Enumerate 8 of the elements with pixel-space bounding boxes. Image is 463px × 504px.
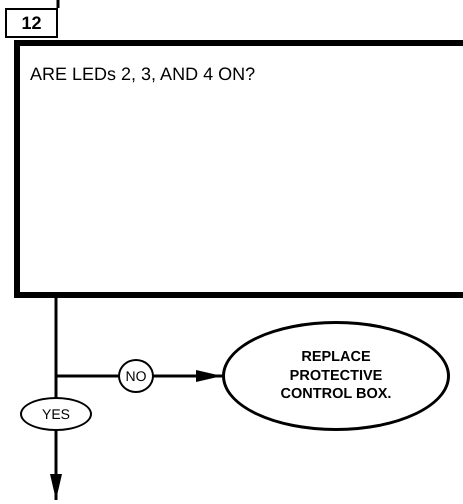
connector-line — [56, 0, 60, 8]
question-text: ARE LEDs 2, 3, AND 4 ON? — [30, 64, 256, 84]
step-number: 12 — [21, 13, 42, 33]
edge-label: NO — [118, 359, 154, 393]
step-number-box — [5, 8, 58, 38]
edge-label: YES — [20, 397, 92, 431]
question-box — [14, 40, 463, 298]
action-text: REPLACE PROTECTIVE CONTROL BOX. — [280, 348, 392, 404]
